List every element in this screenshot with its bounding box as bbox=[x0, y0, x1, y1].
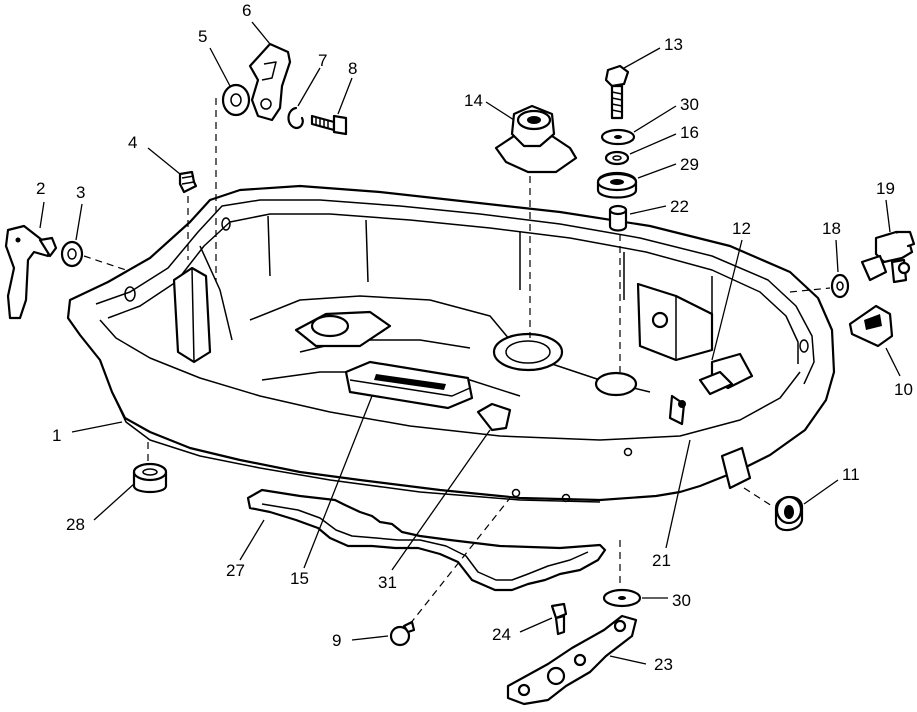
callout-4: 4 bbox=[128, 133, 137, 152]
leader-lines bbox=[39, 21, 901, 665]
callout-13: 13 bbox=[664, 35, 683, 54]
washer-part-30-bottom bbox=[602, 588, 642, 608]
pin-part-21 bbox=[668, 394, 686, 426]
callout-29: 29 bbox=[680, 155, 699, 174]
fitting-part-4 bbox=[178, 170, 198, 194]
washer-part-30-top bbox=[600, 128, 636, 146]
callout-27: 27 bbox=[226, 561, 245, 580]
lower-cover-pan-part-1 bbox=[66, 184, 836, 503]
seal-boot-part-14 bbox=[494, 104, 578, 174]
callout-6: 6 bbox=[242, 1, 251, 20]
screw-part-24 bbox=[550, 602, 568, 636]
sleeve-part-22 bbox=[608, 204, 628, 232]
callout-30-bottom: 30 bbox=[672, 591, 691, 610]
callout-7: 7 bbox=[318, 51, 327, 70]
rubber-mount-block-part-15 bbox=[344, 360, 474, 410]
latch-hook-part-6 bbox=[248, 42, 292, 122]
plug-part-9 bbox=[389, 620, 416, 647]
callout-16: 16 bbox=[680, 123, 699, 142]
pan-boss-grommet-seat bbox=[294, 310, 638, 397]
callout-14: 14 bbox=[464, 91, 483, 110]
assembly-lines bbox=[83, 98, 831, 625]
callout-21: 21 bbox=[652, 551, 671, 570]
mounting-plate-part-23 bbox=[506, 614, 638, 706]
mount-grommet-part-29 bbox=[596, 171, 638, 199]
callout-22: 22 bbox=[670, 197, 689, 216]
callout-28: 28 bbox=[66, 515, 85, 534]
fuel-connector-part-19 bbox=[860, 230, 916, 284]
latch-lever-part-2 bbox=[4, 224, 58, 320]
callout-9: 9 bbox=[332, 631, 341, 650]
grommet-part-3 bbox=[60, 240, 84, 268]
callout-30-top: 30 bbox=[680, 95, 699, 114]
callout-24: 24 bbox=[492, 625, 511, 644]
bracket-part-31 bbox=[476, 402, 512, 432]
bolt-part-13 bbox=[604, 64, 630, 120]
screw-part-8 bbox=[310, 114, 348, 136]
callout-2: 2 bbox=[36, 179, 45, 198]
grommet-part-18 bbox=[830, 273, 850, 299]
callout-1: 1 bbox=[52, 426, 61, 445]
callout-19: 19 bbox=[876, 179, 895, 198]
bracket-part-10 bbox=[848, 304, 894, 348]
callout-15: 15 bbox=[290, 569, 309, 588]
callout-31: 31 bbox=[378, 573, 397, 592]
grommet-part-11 bbox=[774, 495, 804, 532]
callout-labels: 1 2 3 4 5 6 7 8 9 10 11 12 13 14 15 16 1… bbox=[36, 1, 913, 674]
callout-3: 3 bbox=[76, 183, 85, 202]
callout-5: 5 bbox=[198, 27, 207, 46]
retaining-clip-part-7 bbox=[287, 106, 304, 130]
callout-11: 11 bbox=[842, 465, 860, 484]
seal-gasket-part-27 bbox=[246, 488, 607, 592]
callout-8: 8 bbox=[348, 59, 357, 78]
callout-18: 18 bbox=[822, 219, 841, 238]
callout-12: 12 bbox=[732, 219, 751, 238]
washer-part-16 bbox=[604, 150, 630, 166]
grommet-part-28 bbox=[132, 462, 168, 494]
washer-part-5 bbox=[221, 83, 251, 117]
callout-10: 10 bbox=[894, 380, 913, 399]
shift-bracket-part-12 bbox=[636, 282, 754, 396]
callout-23: 23 bbox=[654, 655, 673, 674]
